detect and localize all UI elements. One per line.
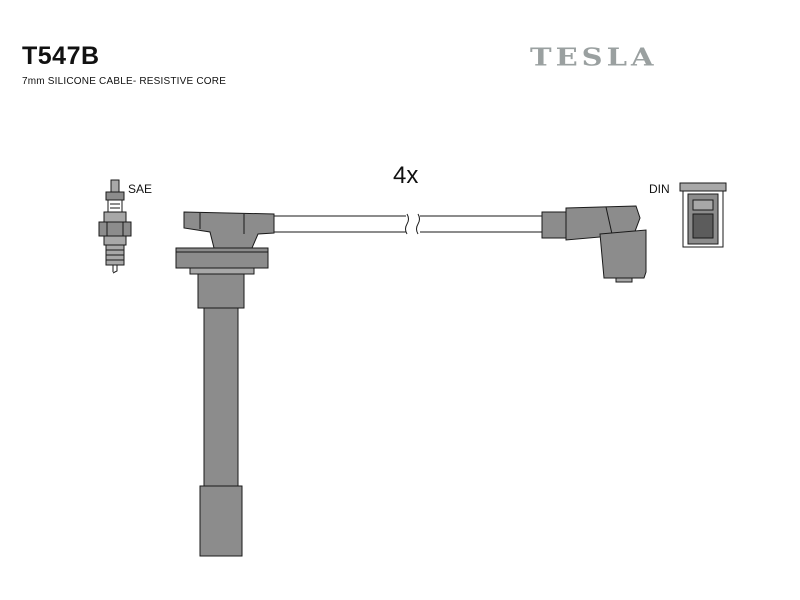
cable [265,212,545,236]
cable-description: 7mm SILICONE CABLE- RESISTIVE CORE [22,76,227,87]
sae-terminal-label: SAE [128,182,153,196]
spark-plug-boot [175,211,275,557]
din-terminal-icon [679,182,727,248]
quantity-label: 4x [393,162,419,189]
part-number-title: T547B [22,42,100,70]
din-terminal-label: DIN [649,182,670,196]
coil-boot [541,205,647,283]
spark-plug-icon [98,179,132,274]
brand-logo: TESLA [530,42,658,72]
